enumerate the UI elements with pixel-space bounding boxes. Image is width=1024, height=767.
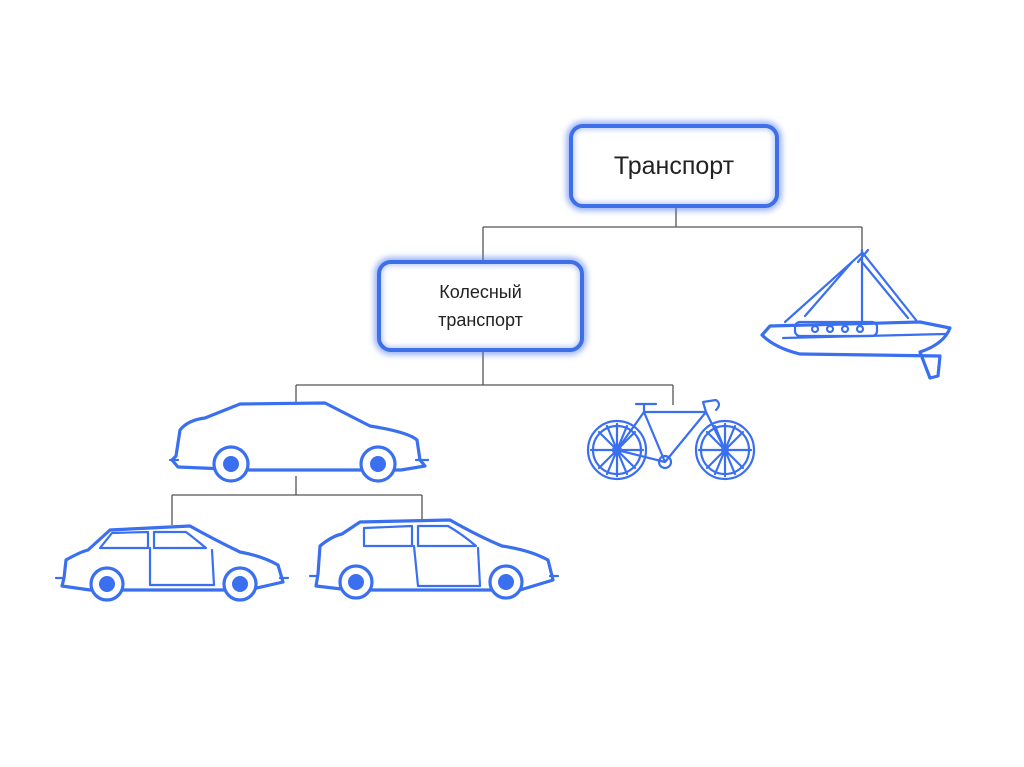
connector-sedan bbox=[171, 476, 423, 525]
node-wheeled-label-line2: транспорт bbox=[438, 310, 523, 330]
connector-root bbox=[482, 208, 863, 262]
node-transport: Транспорт bbox=[569, 124, 779, 208]
node-transport-label: Транспорт bbox=[613, 151, 735, 180]
node-wheeled-transport: Колесный транспорт bbox=[377, 260, 584, 352]
connector-wheeled bbox=[295, 352, 674, 405]
sailboat-icon bbox=[760, 248, 952, 380]
sedan-car-icon bbox=[168, 401, 430, 483]
bicycle-icon bbox=[586, 398, 756, 481]
node-wheeled-label-line1: Колесный bbox=[439, 282, 522, 302]
station-car-icon bbox=[308, 518, 560, 600]
hatchback-car-icon bbox=[54, 524, 290, 602]
